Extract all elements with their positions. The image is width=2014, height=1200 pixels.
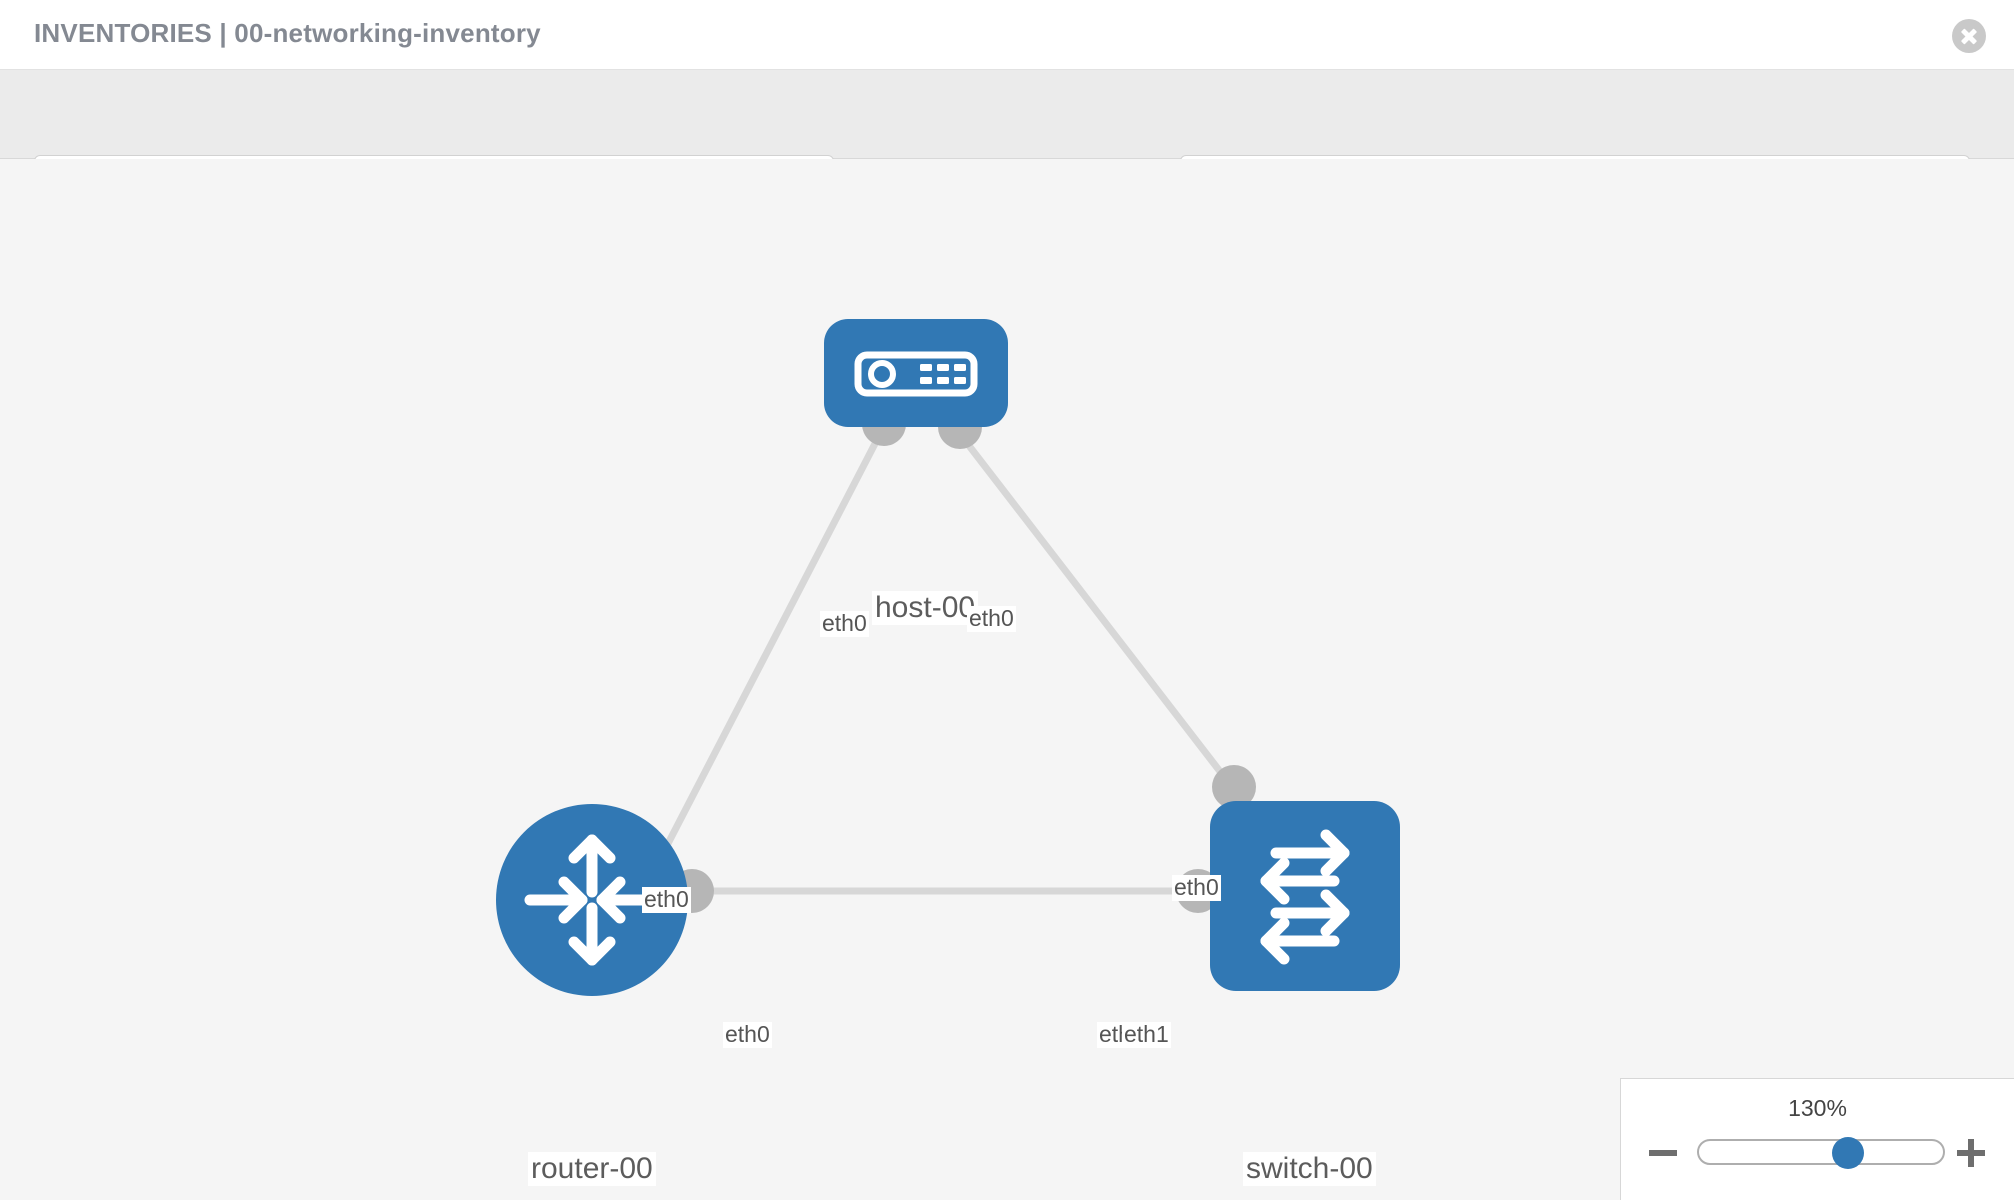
minus-icon[interactable] <box>1649 1139 1677 1167</box>
router-icon <box>524 834 660 966</box>
page-title: INVENTORIES | 00-networking-inventory <box>34 18 541 48</box>
edge-host-switch[interactable] <box>957 431 1235 790</box>
interface-dot[interactable] <box>1212 765 1256 809</box>
topology-interface-dots <box>670 402 1256 913</box>
zoom-slider-row <box>1621 1131 2014 1175</box>
node-label-router-00: router-00 <box>528 1152 656 1186</box>
node-switch-00[interactable] <box>1210 801 1400 991</box>
plus-icon[interactable] <box>1957 1139 1985 1167</box>
server-icon <box>854 351 978 397</box>
node-label-switch-00: switch-00 <box>1243 1152 1376 1186</box>
toolbar: ACTIONS SEARCH <box>0 70 2014 212</box>
topology-graph <box>656 402 1256 913</box>
interface-label-router-uplink-eth0: eth0 <box>642 886 691 913</box>
interface-label-host-eth0-right: eth0 <box>967 605 1016 632</box>
zoom-control-panel: 130% <box>1620 1078 2014 1200</box>
zoom-level-value: 130% <box>1788 1095 1847 1121</box>
node-label-host-00: host-00 <box>872 591 979 625</box>
switch-icon <box>1260 829 1350 965</box>
node-host-00[interactable] <box>824 319 1008 427</box>
topology-edges <box>656 431 1235 895</box>
zoom-slider-track[interactable] <box>1697 1137 1945 1169</box>
interface-label-switch-eth0: eth0 <box>1172 874 1221 901</box>
close-icon[interactable] <box>1952 19 1986 53</box>
interface-label-switch-eth1: eth1 <box>1122 1021 1171 1048</box>
zoom-slider-thumb[interactable] <box>1832 1137 1864 1169</box>
interface-label-router-eth0: eth0 <box>723 1021 772 1048</box>
page-header: INVENTORIES | 00-networking-inventory <box>0 0 2014 70</box>
interface-label-host-eth0-left: eth0 <box>820 610 869 637</box>
topology-canvas[interactable]: host-00 router-00 switch-00 eth0 eth0 et… <box>0 159 2014 1200</box>
edge-router-host[interactable] <box>656 432 884 861</box>
